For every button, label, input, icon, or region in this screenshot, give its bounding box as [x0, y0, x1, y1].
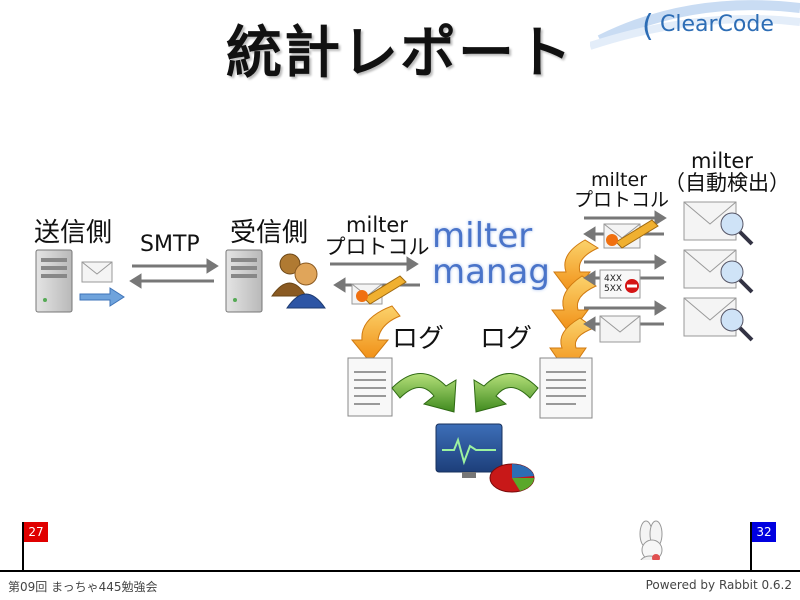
milter-manager-logo: milter manag — [432, 218, 550, 290]
milter-protocol-1-line2: プロトコル — [324, 235, 430, 259]
footer-powered-by: Powered by Rabbit 0.6.2 — [645, 578, 792, 592]
users-icon — [271, 253, 326, 309]
mail-edit-icon — [351, 275, 407, 305]
milter-protocol-1-line1: milter — [346, 213, 408, 237]
sender-server-icon — [35, 249, 73, 313]
milter-protocol-2-line1: milter — [590, 169, 648, 191]
mail-reject-icon — [599, 269, 641, 299]
log-document-icon-2 — [539, 357, 593, 419]
log-document-icon-1 — [347, 357, 393, 417]
footer-divider — [0, 570, 800, 572]
milter-manager-line1: milter — [432, 216, 533, 256]
clearcode-logo: ClearCode — [660, 12, 774, 37]
slide-title: 統計レポート — [226, 21, 574, 86]
receiver-label: 受信側 — [230, 218, 309, 248]
milter-manager-line2: manag — [432, 252, 550, 292]
footer-event-name: 第09回 まっちゃ445勉強会 — [8, 580, 158, 594]
mail-search-icon-2 — [683, 249, 754, 294]
green-arrow-right — [473, 373, 539, 413]
reject-codes: 4XX 5XX — [604, 274, 622, 294]
rabbit-icon — [639, 520, 663, 560]
pie-chart-icon — [489, 463, 535, 493]
mail-envelope-icon — [81, 261, 113, 283]
start-page-flag: 27 — [24, 522, 48, 542]
start-flag-pole — [22, 522, 24, 570]
mail-search-icon-1 — [683, 201, 754, 246]
log-label-2: ログ — [480, 324, 533, 354]
receiver-server-icon — [225, 249, 263, 313]
milter-auto-detect-line2: （自動検出） — [664, 171, 790, 195]
green-arrow-left — [391, 373, 457, 413]
end-page-flag: 32 — [752, 522, 776, 542]
diagram-canvas — [35, 201, 754, 560]
end-flag-pole — [750, 522, 752, 570]
svg-text:(: ( — [642, 9, 654, 44]
milter-protocol-label-2: milter プロトコル — [574, 169, 670, 211]
log-arrow-left — [350, 305, 401, 363]
milter-auto-detect-line1: milter — [691, 149, 753, 173]
smtp-arrows — [129, 258, 219, 289]
statistics-monitor-icon — [435, 423, 503, 478]
send-arrow-icon — [79, 287, 125, 307]
mail-envelope-icon-3 — [599, 315, 641, 343]
milter-protocol-label-1: milter プロトコル — [322, 214, 432, 258]
mail-edit-icon-2 — [603, 219, 659, 249]
mail-search-icon-3 — [683, 297, 754, 342]
milter-protocol-2-line2: プロトコル — [574, 189, 670, 211]
reject-code-5xx: 5XX — [604, 284, 623, 294]
sender-label: 送信側 — [34, 218, 113, 248]
smtp-label: SMTP — [140, 232, 200, 257]
reject-code-4xx: 4XX — [604, 274, 623, 284]
log-label-1: ログ — [392, 324, 445, 354]
logo-swoosh: ( — [588, 0, 800, 50]
milter-auto-detect-label: milter （自動検出） — [664, 149, 790, 195]
